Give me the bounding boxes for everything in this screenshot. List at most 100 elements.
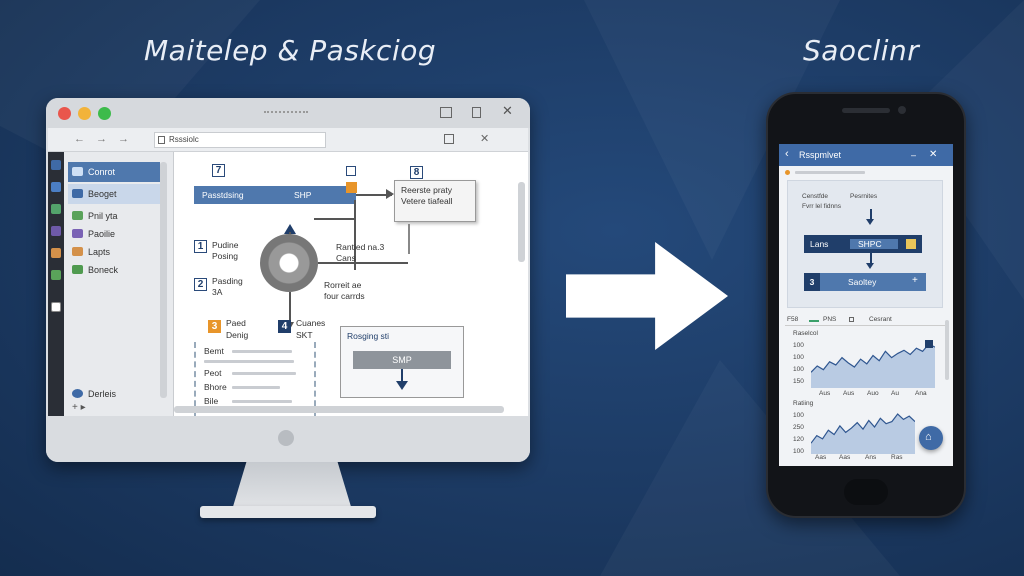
app-dock [48, 152, 64, 416]
lower-label: four carrds [324, 291, 365, 301]
dock-layers-icon[interactable] [51, 248, 61, 258]
window-icon[interactable] [472, 107, 481, 118]
drag-handle-icon [264, 111, 308, 114]
sidebar-item-pnil-yta[interactable]: Pnil yta [68, 206, 160, 226]
maximize-window-button[interactable] [98, 107, 111, 120]
list-item[interactable]: Peot [204, 368, 222, 378]
dock-list-icon[interactable] [51, 270, 61, 280]
sidebar-item-beoget[interactable]: Beoget [68, 184, 160, 204]
chart-icon [72, 211, 83, 220]
add-icon[interactable]: + ▸ [72, 402, 86, 413]
x-tick: Au [891, 390, 899, 397]
sidebar-item-label: Beoget [88, 189, 117, 199]
panel-title: Rosging sti [347, 331, 390, 341]
row-fill [850, 239, 898, 249]
line-chart-2[interactable] [811, 410, 915, 454]
transition-arrow-icon [566, 242, 728, 350]
sidebar-item-boneck[interactable]: Boneck [68, 260, 160, 280]
sidebar-item-label: Pnil yta [88, 211, 118, 221]
address-bar[interactable]: Rsssiolc [154, 132, 326, 148]
row-label: Saoltey [848, 277, 877, 287]
toolbar-close-icon[interactable]: ✕ [480, 133, 490, 145]
x-tick: Ras [891, 454, 903, 461]
notification-dot [785, 170, 790, 175]
sidebar-item-conrot[interactable]: Conrot [68, 162, 160, 182]
header-label: Pesrnites [850, 193, 878, 200]
sidebar-item-paoilie[interactable]: Paoilie [68, 224, 160, 244]
text-placeholder [232, 400, 292, 403]
minimize-window-button[interactable] [78, 107, 91, 120]
status-marker [346, 182, 357, 193]
sidebar-item-lapts[interactable]: Lapts [68, 242, 160, 262]
phone-screen: ‹ Rsspmlvet – ✕ Censtfde Pesrnites Fvrr … [779, 144, 953, 466]
list-item[interactable]: Bile [204, 396, 219, 406]
process-row[interactable]: Lans SHPC [804, 235, 922, 253]
phone-home-button[interactable] [844, 479, 888, 505]
add-icon[interactable]: + [912, 275, 918, 286]
x-tick: Aus [843, 390, 855, 397]
dock-monitor-icon[interactable] [51, 160, 61, 170]
list-item[interactable]: Bhore [204, 382, 227, 392]
item-list: Bemt Peot Bhore Bile [194, 342, 316, 416]
chart-header-label: F58 [787, 316, 799, 323]
row-label: Lans [810, 239, 829, 249]
y-tick: 120 [793, 436, 804, 443]
chart1-series-area [811, 344, 935, 388]
y-tick: 100 [793, 354, 804, 361]
lower-label: Rorreit ae [324, 280, 362, 290]
monitor-icon [72, 167, 83, 176]
step-number: 2 [194, 278, 207, 291]
window-titlebar: ✕ [46, 98, 530, 128]
line-chart-1[interactable] [811, 340, 935, 388]
process-row[interactable]: 3 Saoltey + [804, 273, 926, 291]
forward-icon[interactable]: → [96, 133, 107, 145]
close-icon[interactable]: ✕ [929, 149, 938, 160]
expand-icon[interactable] [444, 134, 454, 144]
canvas-scrollbar[interactable] [518, 182, 525, 262]
x-tick: Aus [819, 390, 831, 397]
minimize-icon[interactable]: – [911, 150, 917, 160]
chart-marker-icon [925, 340, 933, 348]
step-label: SKT [296, 330, 313, 340]
checkbox-icon[interactable] [849, 317, 854, 322]
step-label: Pasding [212, 276, 243, 286]
phone-scrollbar[interactable] [945, 320, 949, 380]
dock-folder-icon[interactable] [51, 182, 61, 192]
sidebar-footer-item[interactable]: Derleis [68, 384, 160, 404]
home-fab-button[interactable]: ⌂ [919, 426, 943, 450]
grid-icon [346, 166, 356, 176]
center-label: Cans [336, 253, 356, 263]
y-tick: 100 [793, 412, 804, 419]
forward-alt-icon[interactable]: → [118, 133, 129, 145]
connector [870, 253, 872, 265]
home-icon: ⌂ [925, 431, 932, 443]
speaker-grille [842, 108, 890, 113]
header-label: Fvrr lel fidnns [802, 203, 842, 210]
close-icon[interactable]: ✕ [502, 103, 513, 118]
gear-icon [260, 234, 318, 292]
step-number: 4 [278, 320, 291, 333]
restore-icon[interactable] [440, 107, 452, 118]
detail-panel[interactable]: Rosging sti SMP [340, 326, 464, 398]
arrow-right-icon [386, 189, 394, 199]
chart2-series-line [811, 413, 915, 444]
list-item[interactable]: Bemt [204, 346, 224, 356]
step-number: 3 [804, 273, 820, 291]
sidebar-scrollbar[interactable] [160, 162, 167, 398]
process-pill[interactable]: SMP [353, 351, 451, 369]
back-icon[interactable]: ← [74, 133, 85, 145]
gear-icon [72, 229, 83, 238]
output-box[interactable]: Reerste praty Vetere tiafeall [394, 180, 476, 222]
dock-doc-icon[interactable] [51, 302, 61, 312]
dock-gear-icon[interactable] [51, 226, 61, 236]
step-number: 8 [410, 166, 423, 179]
page-icon [158, 136, 165, 144]
close-window-button[interactable] [58, 107, 71, 120]
left-heading: Maitelep & Paskciog [144, 34, 437, 67]
chart-title: Ratiing [793, 400, 814, 407]
main-process-bar[interactable]: Passtdsing SHP [194, 186, 356, 204]
dock-chart-icon[interactable] [51, 204, 61, 214]
chart1-series-line [811, 343, 935, 373]
horizontal-scrollbar[interactable] [174, 406, 504, 413]
back-icon[interactable]: ‹ [785, 148, 789, 160]
